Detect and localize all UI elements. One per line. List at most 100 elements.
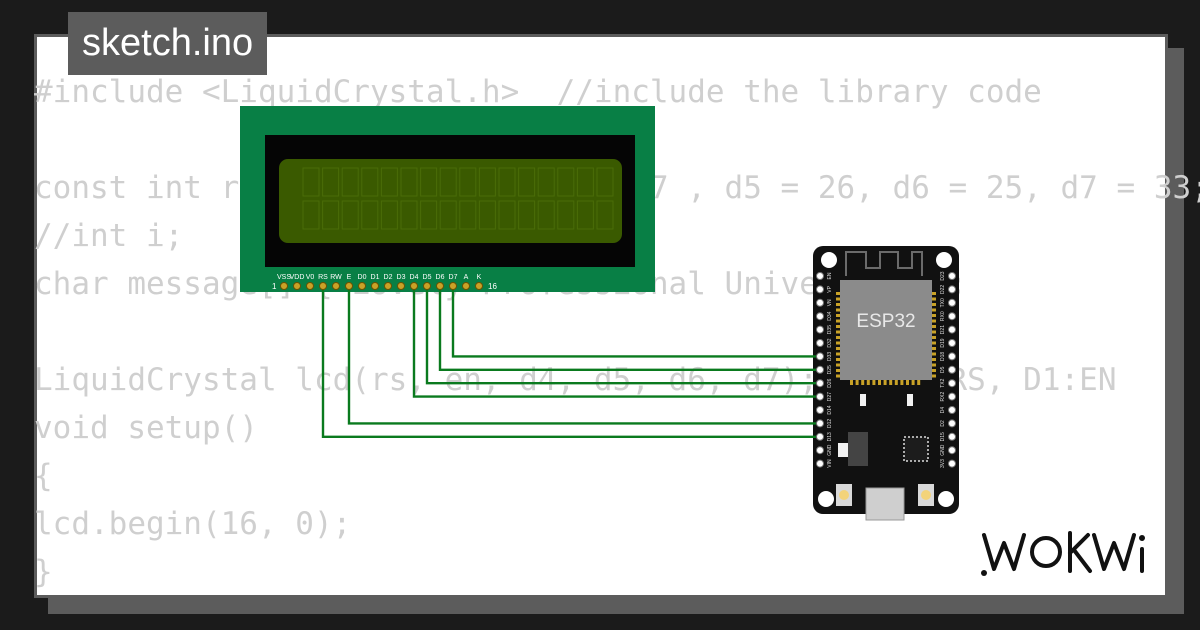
esp32-pin[interactable] — [948, 406, 956, 414]
lcd-char-cell — [302, 200, 320, 230]
module-pad — [836, 319, 841, 323]
antenna-trace — [845, 251, 923, 276]
lcd-pin-number-last: 16 — [488, 282, 497, 291]
lcd-pin-label: D5 — [423, 274, 432, 281]
esp32-pin-label: EN — [827, 272, 833, 279]
lcd-pin[interactable] — [449, 282, 457, 290]
esp32-pin[interactable] — [948, 392, 956, 401]
esp32-pin[interactable] — [816, 446, 824, 455]
esp32-pin[interactable] — [948, 446, 956, 455]
esp32-pin[interactable] — [816, 459, 824, 468]
esp32-pin-label: D23 — [940, 271, 946, 280]
module-pad — [931, 369, 936, 372]
code-line: #include <LiquidCrystal.h> //include the… — [34, 74, 1042, 110]
esp32-pin[interactable] — [816, 285, 824, 294]
esp32-pin[interactable] — [948, 272, 956, 280]
lcd-char-cell — [537, 167, 555, 197]
wire[interactable] — [347, 290, 816, 425]
lcd-pin[interactable] — [280, 282, 288, 290]
esp32-pin[interactable] — [816, 406, 824, 414]
esp32-module — [840, 280, 932, 380]
lcd-pin-label: K — [477, 274, 482, 281]
esp32-pin-label: D34 — [827, 311, 833, 320]
module-pad — [931, 363, 936, 367]
wire[interactable] — [425, 290, 816, 385]
esp32-pin[interactable] — [816, 298, 824, 307]
wire[interactable] — [412, 290, 816, 398]
lcd-pin-label: VDD — [290, 274, 305, 281]
lcd-pin[interactable] — [371, 282, 379, 290]
wire[interactable] — [451, 290, 816, 358]
esp32-pin[interactable] — [948, 379, 956, 388]
esp32-pin[interactable] — [948, 432, 956, 441]
esp32-pin[interactable] — [948, 298, 956, 307]
esp32-pin[interactable] — [816, 432, 824, 441]
file-tab[interactable]: sketch.ino — [68, 12, 268, 75]
wire[interactable] — [438, 290, 816, 371]
wire[interactable] — [321, 290, 816, 438]
esp32-pin[interactable] — [948, 312, 956, 321]
module-pad — [931, 314, 936, 317]
esp32-pin[interactable] — [816, 272, 824, 280]
lcd-char-cell — [518, 200, 536, 230]
lcd-pin[interactable] — [332, 282, 340, 290]
esp32-pin[interactable] — [948, 339, 956, 347]
esp32-pin-label: D19 — [940, 338, 946, 347]
lcd-pin[interactable] — [345, 282, 353, 290]
module-pad — [883, 380, 887, 385]
esp32-pin-label: TX0 — [940, 298, 946, 307]
esp32-pin-label: TX2 — [940, 378, 946, 387]
module-pad — [836, 341, 841, 345]
logo-letter — [1030, 536, 1062, 568]
lcd-pin[interactable] — [306, 282, 314, 290]
boot-button[interactable] — [836, 484, 852, 506]
esp32-pin[interactable] — [948, 459, 956, 468]
esp32-pin[interactable] — [948, 325, 956, 334]
lcd-pin[interactable] — [358, 282, 366, 290]
esp32-pin-label: D32 — [827, 338, 833, 347]
lcd-char-cell — [439, 200, 457, 230]
lcd-char-cell — [439, 167, 457, 197]
button-cap — [839, 490, 849, 500]
esp32-pin-label: VIN — [827, 459, 833, 468]
lcd-char-cell — [557, 167, 575, 197]
esp32-pin[interactable] — [816, 352, 824, 361]
smd-component — [860, 394, 866, 406]
esp32-pin[interactable] — [948, 285, 956, 294]
lcd-pin[interactable] — [436, 282, 444, 290]
esp32-pin-label: D12 — [827, 419, 833, 428]
lcd-pin[interactable] — [410, 282, 418, 290]
esp32-pin[interactable] — [816, 392, 824, 401]
lcd-pin[interactable] — [384, 282, 392, 290]
esp32-pin[interactable] — [816, 379, 824, 388]
esp32-pin[interactable] — [948, 419, 956, 428]
module-pad — [911, 380, 915, 385]
lcd-pin[interactable] — [475, 282, 483, 290]
module-pad — [931, 319, 936, 323]
esp32-pin[interactable] — [948, 365, 956, 374]
lcd-char-cell — [341, 200, 359, 230]
esp32-pin[interactable] — [816, 419, 824, 428]
logo-dot — [981, 570, 987, 576]
esp32-board[interactable]: ESP32 ENVPVND34D35D32D33D25D26D27D14D12D… — [813, 246, 959, 521]
lcd-pin[interactable] — [319, 282, 327, 290]
lcd-char-cell — [302, 167, 320, 197]
esp32-pin-label: D21 — [940, 325, 946, 334]
module-pad — [931, 336, 936, 339]
lcd-pin[interactable] — [423, 282, 431, 290]
lcd-pin[interactable] — [397, 282, 405, 290]
esp32-pin[interactable] — [816, 339, 824, 347]
lcd-pin[interactable] — [462, 282, 470, 290]
esp32-pin[interactable] — [816, 365, 824, 374]
lcd-char-cell — [322, 200, 340, 230]
lcd-char-cell — [576, 200, 594, 230]
wokwi-logo — [981, 531, 1145, 576]
lcd-char-cell — [557, 200, 575, 230]
lcd-pin[interactable] — [293, 282, 301, 290]
esp32-pin[interactable] — [816, 325, 824, 334]
en-button[interactable] — [918, 484, 934, 506]
esp32-pin[interactable] — [948, 352, 956, 361]
esp32-pin[interactable] — [816, 312, 824, 321]
